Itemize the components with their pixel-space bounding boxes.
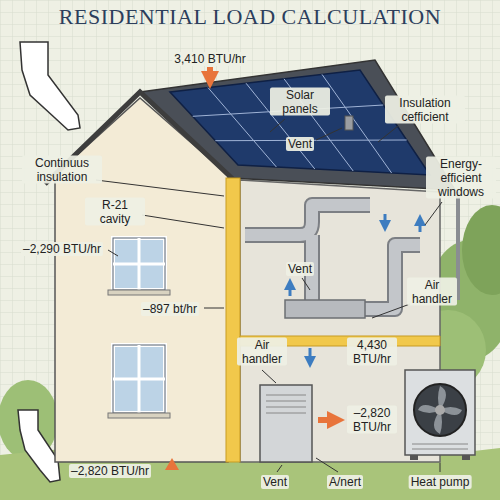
callout-label: Insulation cefficient (385, 96, 465, 124)
diagram-title: RESIDENTIAL LOAD CALCULATION (59, 4, 441, 30)
callout: Continuus insulation (22, 156, 102, 185)
leader-line (204, 308, 224, 309)
callout-label: A/nert (327, 475, 363, 489)
leader-line (96, 180, 224, 196)
leader-line (316, 128, 342, 140)
callout: Solar panels (270, 88, 330, 117)
callout: Vent (286, 134, 314, 152)
duct (245, 205, 420, 309)
window-sill (108, 290, 170, 295)
window-frame (113, 238, 165, 290)
callout-label: Energy-efficient windows (426, 157, 496, 199)
fan-blades (418, 386, 462, 434)
leader-line (277, 465, 282, 472)
unit-grille (266, 407, 306, 408)
callout-label: Heat pump (409, 475, 472, 489)
callout-label: Air handler (237, 338, 287, 366)
callout: Heat pump (409, 472, 472, 490)
window-frame (113, 345, 165, 413)
callout-label: Vent (261, 475, 289, 489)
callout: –2,820 BTU/hr (69, 461, 151, 479)
unit-grille (266, 395, 306, 396)
airflow-arrow (309, 348, 312, 362)
leader-line (372, 304, 410, 318)
unit-grille (266, 413, 306, 414)
fan-guard (414, 384, 466, 436)
callout-label: –2,820 BTU/hr (347, 406, 397, 434)
unit-grille (266, 401, 306, 402)
windows (108, 238, 170, 418)
leader-line (316, 458, 338, 472)
wall-insulation (226, 178, 240, 462)
heat-flow-arrow (318, 417, 336, 423)
roof-vent (345, 116, 353, 130)
california-map (18, 410, 60, 482)
indoor-unit (260, 385, 312, 462)
callout: –897 bt/hr (141, 299, 199, 317)
airflow-arrow (419, 220, 422, 232)
callout-label: Vent (286, 262, 314, 276)
ductwork (245, 205, 420, 309)
callout: R-21 cavity (85, 198, 145, 227)
callout-label: R-21 cavity (85, 198, 145, 226)
window-mullion (113, 378, 165, 381)
callout: Energy-efficient windows (426, 157, 496, 200)
heat-flow-marker (165, 458, 179, 470)
callout-label: –2,290 BTU/hr (21, 242, 103, 256)
callout: Vent (286, 259, 314, 277)
air-handler-box (285, 300, 365, 318)
fan-hub (435, 405, 445, 415)
panel-seam (322, 74, 392, 173)
indoor-unit-body (260, 385, 312, 462)
duct-outline (245, 205, 420, 309)
callout: 3,410 BTU/hr (172, 49, 247, 67)
callout-label: Solar panels (270, 88, 330, 116)
callout: –2,820 BTU/hr (347, 406, 397, 435)
leader-line (262, 370, 276, 383)
window-sill (108, 413, 170, 418)
callout-label: Continuus insulation (22, 156, 102, 184)
leader-line (142, 215, 224, 228)
leader-line (440, 463, 441, 472)
leader-line (425, 202, 442, 225)
callout-label: –897 bt/hr (141, 302, 199, 316)
airflow-arrow (289, 284, 292, 296)
callout: A/nert (327, 472, 363, 490)
title-box: RESIDENTIAL LOAD CALCULATION (0, 4, 500, 30)
leader-line (378, 126, 398, 142)
heat-pump-body (405, 370, 475, 455)
window-mullion (113, 263, 165, 266)
callout: Vent (261, 472, 289, 490)
leader-lines (96, 119, 442, 472)
tree (462, 205, 500, 295)
callout-label: –2,820 BTU/hr (69, 464, 151, 478)
callout: 4,430 BTU/hr (347, 338, 397, 367)
callout: Insulation cefficient (385, 96, 465, 125)
window (113, 238, 165, 290)
airflow-arrow (384, 214, 387, 226)
leader-line (270, 119, 285, 132)
california-map (20, 42, 80, 130)
callout-label: 3,410 BTU/hr (172, 52, 247, 66)
heat-pump-unit (405, 370, 475, 460)
window (113, 345, 165, 413)
panel-seam (208, 88, 276, 167)
unit-grille (412, 444, 468, 445)
solar-panel-grid (193, 74, 407, 173)
callout-label: Air handler (407, 278, 457, 306)
callout: Air handler (237, 338, 287, 367)
callout: –2,290 BTU/hr (21, 239, 103, 257)
unit-grille (412, 449, 468, 450)
callout-label: 4,430 BTU/hr (347, 338, 397, 366)
leader-line (108, 250, 118, 256)
heat-flow-arrows (165, 67, 336, 470)
callout-label: Vent (286, 137, 314, 151)
heat-gain-arrow (207, 67, 213, 80)
leader-line (302, 278, 310, 290)
callout: Air handler (407, 278, 457, 307)
